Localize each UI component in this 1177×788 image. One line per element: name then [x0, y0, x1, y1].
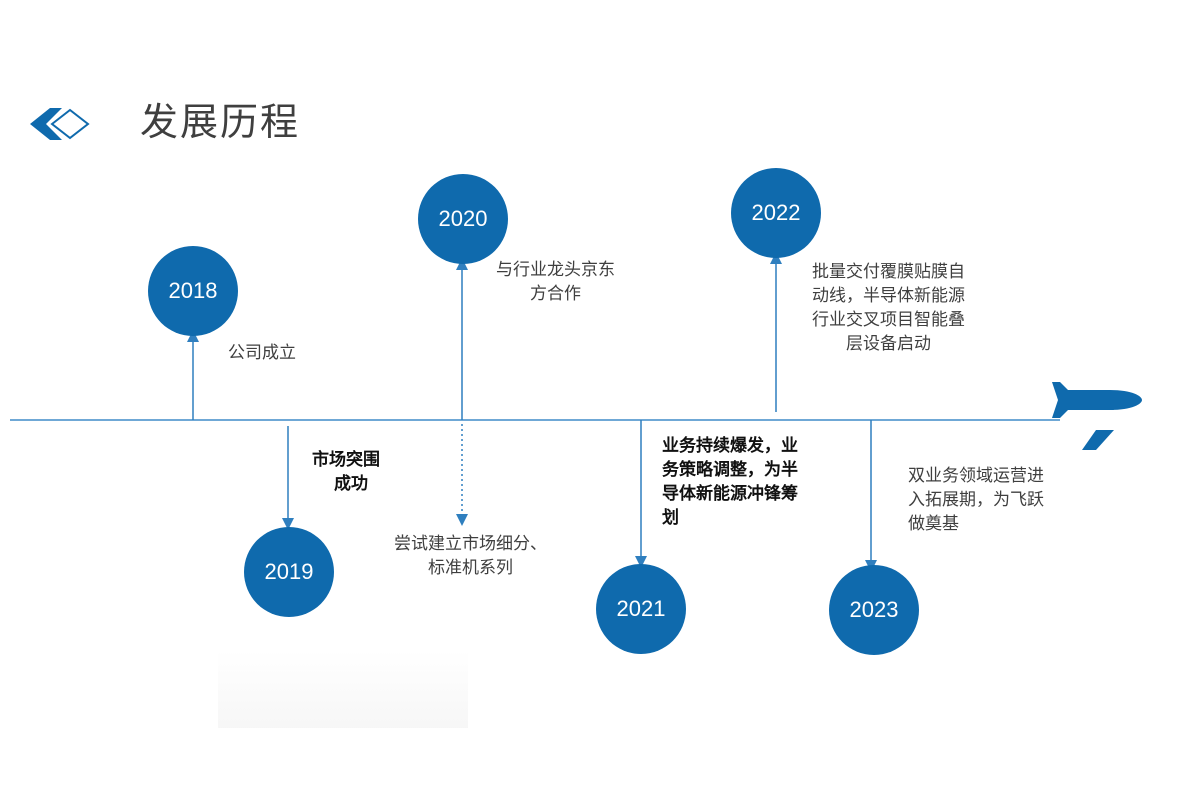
- event-line: 尝试建立市场细分、: [394, 534, 547, 554]
- page-title: 发展历程: [140, 100, 301, 144]
- event-line: 成功: [334, 474, 368, 494]
- event-text-2018: 公司成立: [228, 341, 296, 365]
- event-line: 入拓展期，为飞跃: [908, 490, 1044, 510]
- event-text-2020: 与行业龙头京东 方合作: [496, 258, 615, 306]
- event-line: 划: [662, 508, 679, 528]
- event-text-2019: 市场突围 成功: [312, 448, 380, 496]
- event-line: 业务持续爆发，业: [662, 436, 798, 456]
- year-circle-2018: 2018: [148, 246, 238, 336]
- logo-icon: [30, 108, 90, 140]
- event-text-2022: 批量交付覆膜贴膜自 动线，半导体新能源 行业交叉项目智能叠 层设备启动: [812, 260, 965, 356]
- event-line: 行业交叉项目智能叠: [812, 310, 965, 330]
- event-line: 双业务领域运营进: [908, 466, 1044, 486]
- event-line: 市场突围: [312, 450, 380, 470]
- event-text-2021: 业务持续爆发，业 务策略调整，为半 导体新能源冲锋筹 划: [662, 434, 798, 530]
- faded-background-patch: [218, 650, 468, 728]
- event-line: 标准机系列: [428, 558, 513, 578]
- event-line: 方合作: [530, 284, 581, 304]
- event-line: 层设备启动: [846, 334, 931, 354]
- year-circle-2023: 2023: [829, 565, 919, 655]
- year-circle-2020: 2020: [418, 174, 508, 264]
- event-line: 公司成立: [228, 343, 296, 363]
- event-line: 动线，半导体新能源: [812, 286, 965, 306]
- event-line: 批量交付覆膜贴膜自: [812, 262, 965, 282]
- event-line: 导体新能源冲锋筹: [662, 484, 798, 504]
- year-circle-2022: 2022: [731, 168, 821, 258]
- year-circle-2019: 2019: [244, 527, 334, 617]
- event-line: 与行业龙头京东: [496, 260, 615, 280]
- year-circle-2021: 2021: [596, 564, 686, 654]
- airplane-icon: [1052, 382, 1142, 450]
- event-line: 务策略调整，为半: [662, 460, 798, 480]
- event-text-2020-note: 尝试建立市场细分、 标准机系列: [394, 532, 547, 580]
- event-text-2023: 双业务领域运营进 入拓展期，为飞跃 做奠基: [908, 464, 1044, 536]
- event-line: 做奠基: [908, 514, 959, 534]
